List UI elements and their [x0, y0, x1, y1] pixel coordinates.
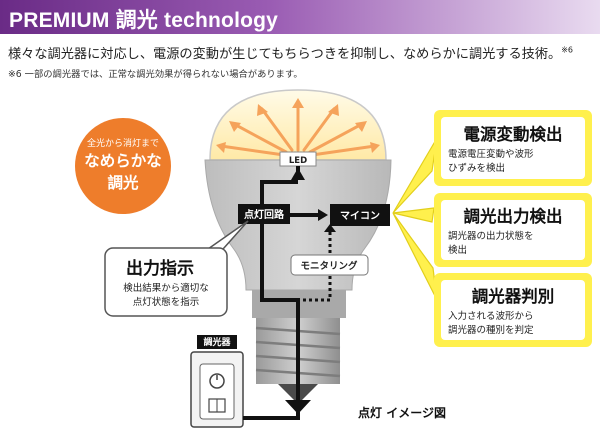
dimmer-knob-icon [209, 373, 225, 389]
header-bar: PREMIUM 調光 technology [0, 0, 600, 34]
badge-line2: なめらかな [84, 152, 162, 170]
feature-box-3: 調光器判別 入力される波形から 調光器の種別を判定 [434, 273, 592, 347]
monitor-arrowhead [324, 224, 336, 232]
feature-2-title: 調光出力検出 [464, 206, 563, 226]
feature-1-desc1: 電源電圧変動や波形 [448, 148, 534, 160]
feature-box-1: 電源変動検出 電源電圧変動や波形 ひずみを検出 [434, 110, 592, 186]
intro-note: ※6 一部の調光器では、正常な調光効果が得られない場合があります。 [8, 69, 303, 80]
feature-1-desc2: ひずみを検出 [448, 162, 505, 174]
smooth-dimming-badge [75, 118, 171, 214]
output-title: 出力指示 [126, 258, 194, 279]
feature-3-desc1: 入力される波形から [448, 310, 534, 322]
led-arrowhead [291, 168, 305, 180]
feature-highlight-rays [392, 137, 438, 301]
intro-lead-ref: ※6 [561, 45, 574, 55]
output-desc1: 検出結果から適切な [123, 282, 209, 294]
feature-3-desc2: 調光器の種別を判定 [448, 324, 534, 336]
feature-3-title: 調光器判別 [472, 286, 555, 306]
dimmer-label: 調光器 [203, 336, 231, 348]
output-instruction-box [104, 247, 228, 317]
output-arrowhead [285, 400, 311, 414]
micon-box [330, 204, 390, 226]
badge-line1: 全光から消灯まで [87, 137, 159, 149]
intro-lead-text: 様々な調光器に対応し、電源の変動が生じてもちらつきを抑制し、なめらかに調光する技… [8, 47, 562, 62]
led-label: LED [289, 156, 307, 166]
intro-lead: 様々な調光器に対応し、電源の変動が生じてもちらつきを抑制し、なめらかに調光する技… [8, 43, 573, 62]
output-desc2: 点灯状態を指示 [133, 296, 200, 308]
circuit-box [238, 204, 290, 224]
micon-label: マイコン [340, 210, 380, 222]
circuit-label: 点灯回路 [244, 208, 285, 221]
dimmer-label-box [197, 335, 237, 349]
dimmer-wire [243, 412, 300, 420]
monitoring-label: モニタリング [300, 260, 358, 272]
monitoring-box [290, 254, 369, 276]
micon-arrowhead [318, 209, 328, 221]
feature-2-desc1: 調光器の出力状態を [448, 230, 534, 242]
feature-box-2: 調光出力検出 調光器の出力状態を 検出 [434, 193, 592, 267]
feature-1-title: 電源変動検出 [464, 124, 563, 144]
badge-line3: 調光 [107, 173, 139, 192]
diagram-caption: 点灯 イメージ図 [358, 405, 446, 420]
feature-2-desc2: 検出 [448, 244, 467, 256]
light-rays [216, 98, 380, 157]
page-title: PREMIUM 調光 technology [9, 9, 279, 32]
